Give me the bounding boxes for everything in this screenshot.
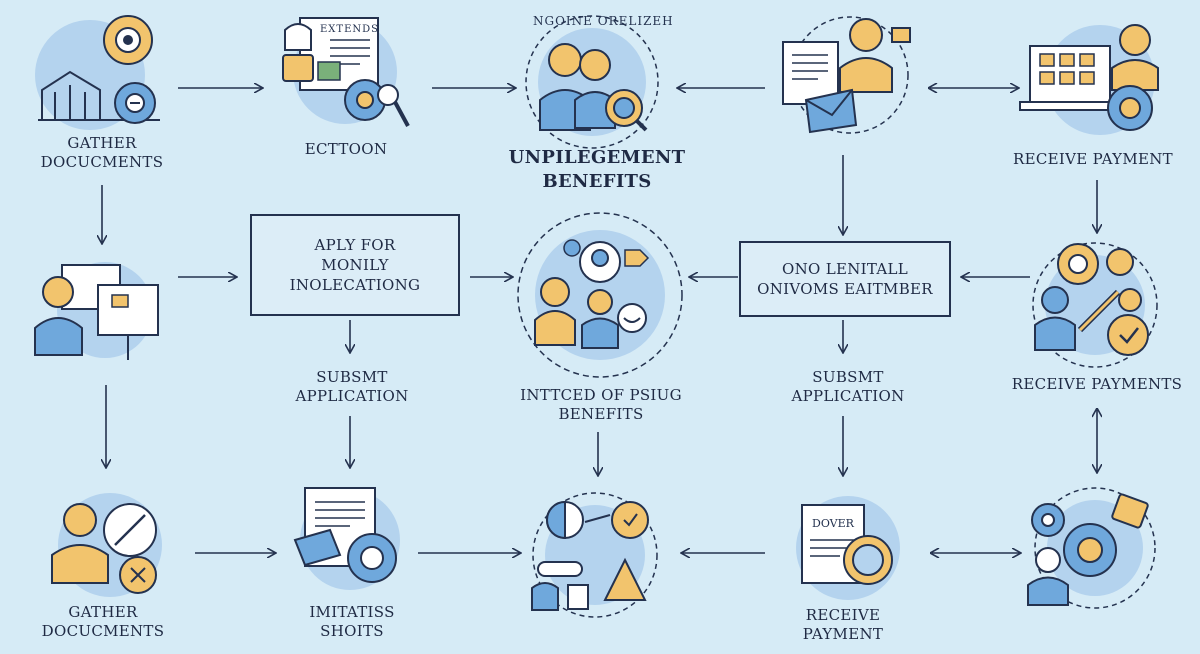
people-network-icon: [517, 212, 683, 378]
person-letter-icon: [782, 16, 911, 134]
onolen-box: ONO LENITALL ONIVOMS EAITMBER: [739, 241, 951, 317]
person-compass-gear-icon: [51, 493, 162, 597]
people-magnifier-icon: [525, 15, 659, 149]
document-gear-icon: [282, 17, 410, 127]
connector-arrows: [102, 88, 1097, 553]
label-receive-top: RECEIVE PAYMENT: [1013, 150, 1173, 168]
laptop-person-gear-icon: [1019, 24, 1159, 135]
people-tools-icon: [531, 492, 658, 618]
label-ecttoon: ECTTOON: [304, 140, 388, 158]
doc-caption: EXTENDS: [320, 24, 380, 35]
document-coin-icon: DOVER: [796, 496, 900, 600]
person-presentation-icon: [34, 262, 159, 360]
arc-caption: NGOINE ORELIZEH: [533, 14, 674, 28]
apply-box: APLY FOR MONILY INOLECATIONG: [250, 214, 460, 316]
doc-label: DOVER: [812, 517, 855, 530]
chart-gear-icon: [35, 15, 160, 130]
label-receive-mid: RECEIVE PAYMENTS: [1011, 375, 1183, 393]
paper-gear-icon: [293, 487, 400, 590]
person-gears-lock-icon: [1027, 487, 1156, 609]
people-gears-icon: [1032, 242, 1158, 368]
